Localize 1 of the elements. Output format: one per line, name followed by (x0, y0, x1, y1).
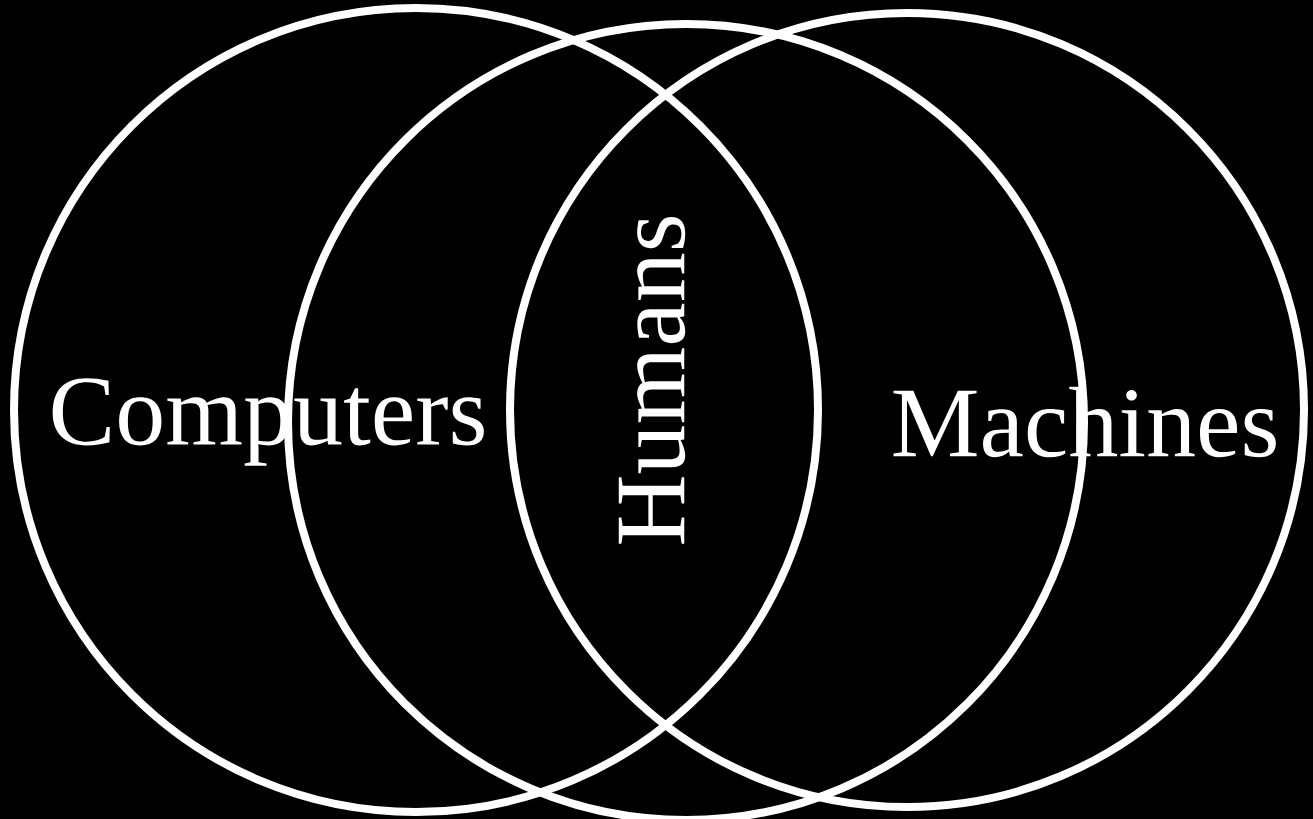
venn-label: Humans (618, 216, 686, 544)
